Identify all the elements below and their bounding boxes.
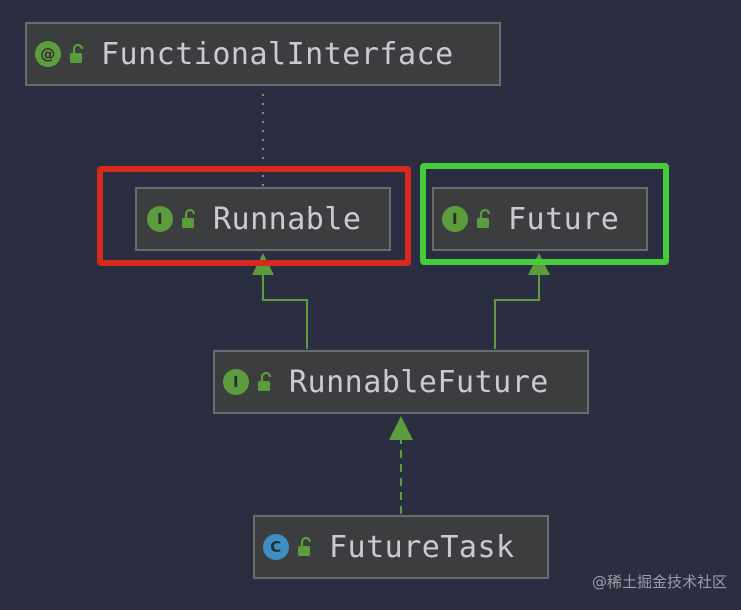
- node-runnable[interactable]: I Runnable: [135, 187, 391, 251]
- annotation-badge-icon: @: [35, 41, 61, 67]
- open-lock-icon: [298, 536, 312, 556]
- node-functionalinterface[interactable]: @ FunctionalInterface: [25, 22, 501, 86]
- class-badge-icon: C: [263, 534, 289, 560]
- node-label: Runnable: [213, 201, 362, 237]
- highlight-box-future: [420, 163, 669, 265]
- open-lock-icon: [258, 371, 272, 391]
- open-lock-icon: [182, 208, 196, 228]
- interface-badge-icon: I: [223, 369, 249, 395]
- arrowhead-runnablefuture: [389, 416, 413, 440]
- node-label: FutureTask: [329, 529, 515, 565]
- edge-runnablefuture-to-future: [494, 274, 540, 349]
- open-lock-icon: [477, 208, 491, 228]
- interface-badge-icon: I: [442, 206, 468, 232]
- node-future[interactable]: I Future: [432, 187, 648, 251]
- node-label: RunnableFuture: [289, 364, 549, 400]
- node-label: Future: [508, 201, 620, 237]
- node-runnablefuture[interactable]: I RunnableFuture: [213, 350, 589, 414]
- interface-badge-icon: I: [147, 206, 173, 232]
- watermark: @稀土掘金技术社区: [591, 573, 727, 591]
- edge-runnablefuture-to-runnable: [262, 274, 308, 349]
- open-lock-icon: [70, 43, 84, 63]
- node-label: FunctionalInterface: [101, 36, 454, 72]
- node-futuretask[interactable]: C FutureTask: [253, 515, 549, 579]
- highlight-box-runnable: [97, 166, 411, 266]
